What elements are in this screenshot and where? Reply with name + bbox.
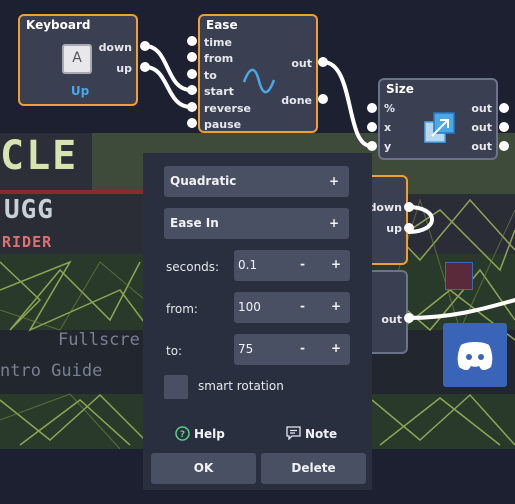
scene-rider-text: RIDER: [2, 233, 53, 251]
keyboard-mode-label: Up: [70, 84, 90, 98]
seconds-label: seconds:: [166, 260, 220, 274]
scene-menu-fullscreen: Fullscre: [58, 330, 140, 350]
scene-menu-intro: ntro Guide: [0, 361, 103, 381]
ease-port-pause[interactable]: [187, 118, 197, 128]
note-link[interactable]: Note: [286, 426, 337, 441]
port-label-down-partial: down: [368, 201, 402, 214]
port-label-out: out: [291, 57, 312, 70]
ease-port-done[interactable]: [318, 94, 328, 104]
seconds-decrement-button[interactable]: -: [300, 257, 305, 271]
wire-out-to-y: [321, 60, 373, 148]
wire-down-to-start: [143, 44, 193, 92]
discord-icon: [457, 342, 493, 371]
from-decrement-button[interactable]: -: [300, 299, 305, 313]
ease-node-title: Ease: [206, 18, 238, 32]
keyboard-key-icon: A: [62, 44, 92, 74]
scene-red-stripe: [0, 190, 160, 194]
easing-mode-value: Ease In: [170, 216, 219, 230]
partial-port-up[interactable]: [404, 223, 414, 233]
from-value[interactable]: 100: [238, 300, 261, 314]
seconds-value[interactable]: 0.1: [238, 258, 258, 272]
to-decrement-button[interactable]: -: [300, 341, 305, 355]
ease-port-start[interactable]: [187, 85, 197, 95]
keyboard-node[interactable]: Keyboard A Up down up: [18, 14, 138, 106]
size-port-x[interactable]: [367, 122, 377, 132]
note-label: Note: [305, 427, 338, 441]
size-node[interactable]: Size % x y out out out: [378, 78, 498, 160]
size-port-y[interactable]: [367, 141, 377, 151]
port-label-reverse: reverse: [204, 102, 251, 115]
size-port-out-2[interactable]: [499, 122, 509, 132]
key-letter: A: [72, 50, 82, 66]
port-label-x: x: [384, 121, 392, 134]
resize-icon: [424, 112, 455, 143]
port-label-down: down: [98, 41, 132, 54]
wire-loop: [406, 205, 434, 234]
keyboard-port-down[interactable]: [140, 41, 150, 51]
discord-button[interactable]: [443, 323, 507, 387]
scene-title-text: CLE: [0, 133, 79, 179]
scene-badge-icon: [445, 262, 473, 290]
port-label-percent: %: [384, 102, 396, 115]
help-icon: ?: [175, 426, 190, 441]
port-label-y: y: [384, 140, 392, 153]
ok-button[interactable]: OK: [151, 453, 256, 484]
ease-port-from[interactable]: [187, 52, 197, 62]
port-label-out-1: out: [471, 102, 492, 115]
port-label-up-partial: up: [386, 222, 402, 235]
smart-rotation-checkbox[interactable]: [164, 375, 188, 399]
expand-icon: +: [328, 174, 339, 188]
wire-up-to-reverse: [143, 65, 193, 109]
keyboard-port-up[interactable]: [140, 62, 150, 72]
from-stepper[interactable]: 100 - +: [234, 292, 350, 323]
size-port-percent[interactable]: [367, 103, 377, 113]
ease-port-out[interactable]: [318, 57, 328, 67]
size-port-out-3[interactable]: [499, 141, 509, 151]
sine-wave-icon: [242, 68, 276, 94]
wire-out-right: [406, 298, 515, 320]
size-port-out-1[interactable]: [499, 103, 509, 113]
easing-function-select[interactable]: Quadratic +: [164, 166, 349, 197]
partial-port-down[interactable]: [404, 202, 414, 212]
port-label-pause: pause: [204, 118, 242, 131]
port-label-out-3: out: [471, 140, 492, 153]
size-node-title: Size: [386, 82, 414, 96]
svg-text:?: ?: [180, 430, 185, 440]
port-label-up: up: [116, 62, 132, 75]
expand-icon: +: [328, 216, 339, 230]
ease-node[interactable]: Ease time from to start reverse pause ou…: [198, 14, 318, 133]
seconds-stepper[interactable]: 0.1 - +: [234, 250, 350, 281]
easing-mode-select[interactable]: Ease In +: [164, 208, 349, 239]
to-stepper[interactable]: 75 - +: [234, 334, 350, 365]
ease-port-time[interactable]: [187, 36, 197, 46]
help-label: Help: [194, 427, 225, 441]
partial-port-out[interactable]: [404, 313, 414, 323]
scene-subtitle-text: UGG: [4, 195, 54, 225]
to-value[interactable]: 75: [238, 342, 254, 356]
port-label-time: time: [204, 36, 232, 49]
to-label: to:: [166, 344, 183, 358]
port-label-start: start: [204, 85, 234, 98]
port-label-from: from: [204, 52, 234, 65]
ease-settings-dialog: Quadratic + Ease In + seconds: 0.1 - + f…: [143, 153, 372, 490]
seconds-increment-button[interactable]: +: [331, 257, 342, 271]
help-link[interactable]: ? Help: [175, 426, 225, 441]
ease-port-to[interactable]: [187, 69, 197, 79]
note-icon: [286, 426, 301, 441]
port-label-out-partial: out: [381, 313, 402, 326]
from-label: from:: [166, 302, 198, 316]
port-label-to: to: [204, 69, 217, 82]
port-label-out-2: out: [471, 121, 492, 134]
delete-button[interactable]: Delete: [261, 453, 366, 484]
keyboard-node-title: Keyboard: [26, 18, 91, 32]
port-label-done: done: [281, 94, 312, 107]
from-increment-button[interactable]: +: [331, 299, 342, 313]
smart-rotation-label: smart rotation: [198, 379, 284, 393]
to-increment-button[interactable]: +: [331, 341, 342, 355]
easing-function-value: Quadratic: [170, 174, 237, 188]
ease-port-reverse[interactable]: [187, 102, 197, 112]
